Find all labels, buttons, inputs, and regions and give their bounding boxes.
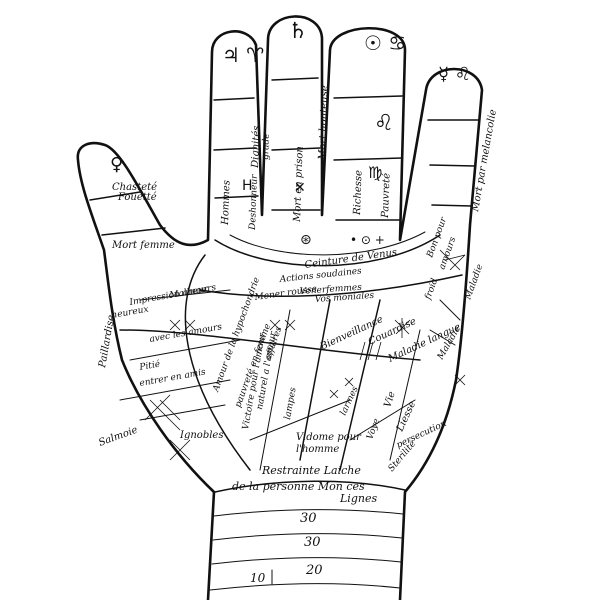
cross-marks xyxy=(144,249,466,461)
label-vos-moniales: Vos moniales xyxy=(315,291,375,305)
hand-outline xyxy=(76,15,484,600)
label-restraine-2: de la personne Mon ces xyxy=(232,480,365,493)
label-paillardise: Paillardise xyxy=(97,314,117,369)
label-vie: Vie xyxy=(382,390,397,409)
jupiter-symbol: ♃ ♈ xyxy=(222,43,264,67)
label-dignites: Dignités xyxy=(250,125,263,169)
sun-symbol: ☉ ♋ xyxy=(364,31,406,55)
label-fouette: Fouetté xyxy=(117,192,157,203)
finger-creases xyxy=(89,77,479,236)
sun-circle-symbol: ⊛ xyxy=(300,232,312,248)
label-mort-prison: Mort en prison xyxy=(292,146,306,223)
label-restraine-3: Lignes xyxy=(339,492,377,505)
wrist-line xyxy=(209,583,401,591)
label-liesse: Liesse xyxy=(394,400,418,435)
label-malheur: Malheur xyxy=(168,284,210,301)
wrist-line xyxy=(212,533,403,541)
wrist-line xyxy=(211,557,402,565)
label-mort-honteuse: Mort honteuse xyxy=(317,85,331,161)
wrist-number: 20 xyxy=(305,563,323,578)
h-symbol: H xyxy=(242,178,253,194)
label-pitie: Pitié xyxy=(138,358,162,373)
label-mort-melancolie: Mort par melancolie xyxy=(470,109,499,214)
venus-symbol: ♀ xyxy=(110,154,123,175)
circles-symbol: • ⊙ + xyxy=(350,233,385,247)
mercury-symbol: ☿ ♌ xyxy=(438,64,471,85)
saturn-symbol: ♄ xyxy=(288,19,308,44)
label-voye: Voye xyxy=(365,417,382,441)
label-lhomme: l'homme xyxy=(296,444,339,455)
wrist-number: 30 xyxy=(300,511,317,526)
label-vidome-pour: Vidome pour xyxy=(296,432,362,443)
wrist-number: 30 xyxy=(304,535,321,550)
label-larmes: larmes xyxy=(339,385,361,418)
label-richesse: Richesse xyxy=(352,170,365,216)
wrist-line xyxy=(213,509,404,517)
label-mort-femme: Mort femme xyxy=(111,240,175,251)
label-ignobles: Ignobles xyxy=(179,430,223,441)
label-restraine-1: Restrainte Laiche xyxy=(261,464,361,477)
wrist-line xyxy=(214,480,406,493)
x-symbol: ✕ xyxy=(294,180,306,196)
label-pauvrete: Pauvreté xyxy=(380,173,393,219)
label-lampes: lampes xyxy=(283,386,299,420)
label-hommes: Hommes xyxy=(220,180,233,226)
label-grade: grade xyxy=(261,133,272,160)
label-salmoie: Salmoie xyxy=(97,425,139,449)
palm-lines xyxy=(119,231,463,471)
wrist-number: 10 xyxy=(250,571,266,585)
label-chastete: Chasteté xyxy=(112,182,157,193)
label-mener-rous: Mener rousse xyxy=(253,284,318,303)
leo-symbol: ♌ xyxy=(374,111,394,136)
virgo-symbol: ♍ xyxy=(368,163,382,182)
label-actions-soudaines: Actions soudaines xyxy=(278,266,362,285)
label-froid: froid xyxy=(423,277,440,302)
label-vener-femmes: Venerfemmes xyxy=(300,283,363,297)
label-deshonneur: Deshonneur xyxy=(248,174,260,231)
